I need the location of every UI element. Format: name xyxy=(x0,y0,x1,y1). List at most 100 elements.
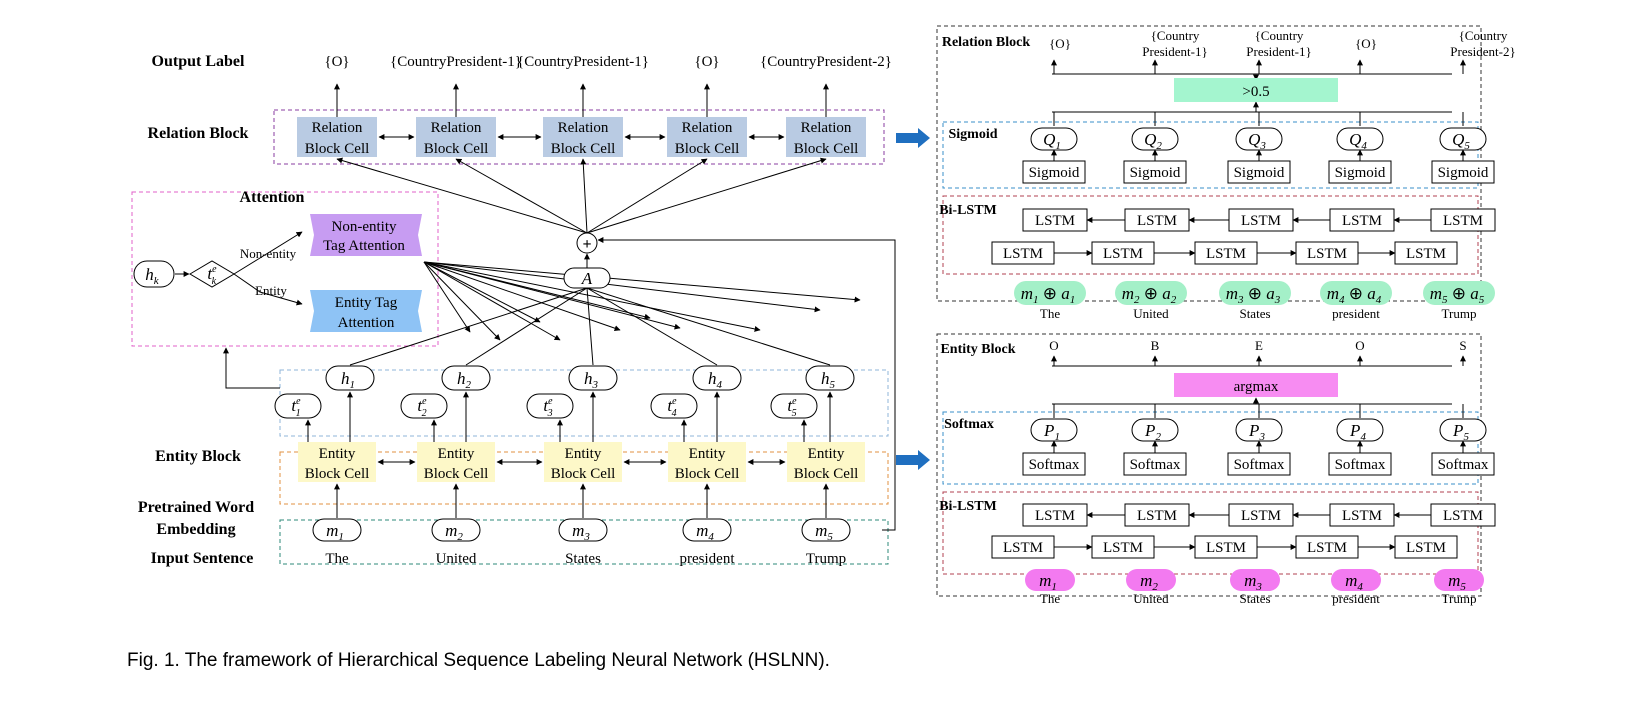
attention-A-node xyxy=(563,267,611,289)
row-label-entity: Entity Block xyxy=(155,448,241,465)
hidden-state-label: h4 xyxy=(708,369,723,391)
attention-fan-arrow xyxy=(423,261,821,313)
entity-attention-label-2: Attention xyxy=(338,315,395,331)
h-k-node xyxy=(133,260,175,288)
sigmoid-box-label: Sigmoid xyxy=(1130,165,1181,181)
relation-output-label-1: {Country xyxy=(1255,28,1304,43)
sigmoid-box xyxy=(1022,160,1086,184)
rel-lstm-bottom xyxy=(1295,241,1359,265)
entity-tag-node xyxy=(650,393,698,419)
relation-input-word: States xyxy=(1239,306,1270,321)
hidden-state-node xyxy=(805,365,855,391)
rel-lstm-top xyxy=(1228,208,1294,232)
plus-to-relation xyxy=(586,157,827,234)
non-entity-attention-label-2: Tag Attention xyxy=(323,238,405,254)
entity-cell-label-1: Entity xyxy=(689,446,726,462)
entity-input-label: m5 xyxy=(1448,571,1466,593)
embedding-label: m1 xyxy=(326,521,344,543)
output-label: {O} xyxy=(324,54,349,70)
row-label-embedding-1: Pretrained Word xyxy=(138,499,254,516)
hidden-to-A-line xyxy=(465,287,588,366)
entity-block-cell xyxy=(417,442,495,482)
entity-input-bubble xyxy=(1331,569,1381,591)
relation-cell-label-1: Relation xyxy=(801,120,852,136)
relation-block-cell xyxy=(786,117,866,157)
relation-block-cell xyxy=(416,117,496,157)
entity-cell-label-2: Block Cell xyxy=(551,466,616,482)
sigmoid-box xyxy=(1227,160,1291,184)
row-label-output: Output Label xyxy=(152,53,245,70)
entity-block-cell xyxy=(544,442,622,482)
attention-fan-arrow xyxy=(423,261,501,341)
q-label: Q1 xyxy=(1043,130,1061,152)
embedding-label: m5 xyxy=(815,521,833,543)
row-label-attention: Attention xyxy=(240,189,305,206)
non-entity-branch xyxy=(233,231,303,275)
softmax-box xyxy=(1022,452,1086,476)
sigmoid-box-label: Sigmoid xyxy=(1234,165,1285,181)
relation-input-bubble xyxy=(1219,281,1291,305)
attention-frame xyxy=(131,191,439,347)
q-label: Q2 xyxy=(1144,130,1162,152)
p-node xyxy=(1030,418,1078,442)
softmax-frame xyxy=(942,411,1479,485)
threshold-box xyxy=(1174,78,1338,102)
hidden-to-A-line xyxy=(586,287,718,366)
p-label: P5 xyxy=(1452,421,1469,443)
output-label: {O} xyxy=(694,54,719,70)
relation-input-label: m3 ⊕ a3 xyxy=(1226,284,1281,306)
rel-lstm-top xyxy=(1022,208,1088,232)
entity-output-label: E xyxy=(1255,338,1263,353)
rel-lstm-bottom-label: LSTM xyxy=(1206,246,1246,262)
entity-input-bubble xyxy=(1230,569,1280,591)
right-entity-title: Entity Block xyxy=(940,342,1015,357)
ent-lstm-top-label: LSTM xyxy=(1443,508,1483,524)
relation-output-label: {O} xyxy=(1355,36,1377,51)
hidden-state-node xyxy=(325,365,375,391)
entity-input-word: president xyxy=(1332,591,1380,606)
ent-lstm-bottom-label: LSTM xyxy=(1003,540,1043,556)
rel-lstm-top-label: LSTM xyxy=(1241,213,1281,229)
relation-output-label: {O} xyxy=(1049,36,1071,51)
attention-fan-arrow xyxy=(423,261,651,320)
sigmoid-box-label: Sigmoid xyxy=(1335,165,1386,181)
relation-cell-label-1: Relation xyxy=(431,120,482,136)
ent-lstm-top xyxy=(1430,503,1496,527)
p-node xyxy=(1336,418,1384,442)
relation-cell-label-1: Relation xyxy=(312,120,363,136)
relation-input-label: m1 ⊕ a1 xyxy=(1021,284,1076,306)
rel-lstm-bottom-label: LSTM xyxy=(1406,246,1446,262)
q-label: Q4 xyxy=(1349,130,1367,152)
entity-input-bubble xyxy=(1126,569,1176,591)
entity-input-word: The xyxy=(1040,591,1060,606)
right-relation-title: Relation Block xyxy=(942,35,1030,50)
hidden-to-A-line xyxy=(586,287,594,366)
embedding-skip-to-plus xyxy=(597,237,896,531)
entity-bilstm-label: Bi-LSTM xyxy=(939,499,997,514)
rel-lstm-bottom xyxy=(991,241,1055,265)
relation-bilstm-label: Bi-LSTM xyxy=(939,203,997,218)
q-node xyxy=(1131,127,1179,151)
entity-block-cell xyxy=(787,442,865,482)
relation-output-label-1: {Country xyxy=(1151,28,1200,43)
relation-output-label-2: President-1} xyxy=(1142,44,1207,59)
argmax-label: argmax xyxy=(1234,379,1279,395)
entity-attention-label-1: Entity Tag xyxy=(335,295,398,311)
entity-output-label: B xyxy=(1151,338,1160,353)
entity-cell-label-1: Entity xyxy=(565,446,602,462)
rel-lstm-bottom-label: LSTM xyxy=(1307,246,1347,262)
entity-input-word: States xyxy=(1239,591,1270,606)
relation-input-label: m5 ⊕ a5 xyxy=(1430,284,1485,306)
output-label: {CountryPresident-1} xyxy=(517,54,649,70)
relation-input-bubble xyxy=(1014,281,1086,305)
rel-lstm-bottom-label: LSTM xyxy=(1003,246,1043,262)
entity-input-label: m3 xyxy=(1244,571,1262,593)
rel-lstm-top xyxy=(1329,208,1395,232)
hidden-state-node xyxy=(441,365,491,391)
hidden-state-label: h3 xyxy=(584,369,599,391)
ent-lstm-bottom xyxy=(1194,535,1258,559)
